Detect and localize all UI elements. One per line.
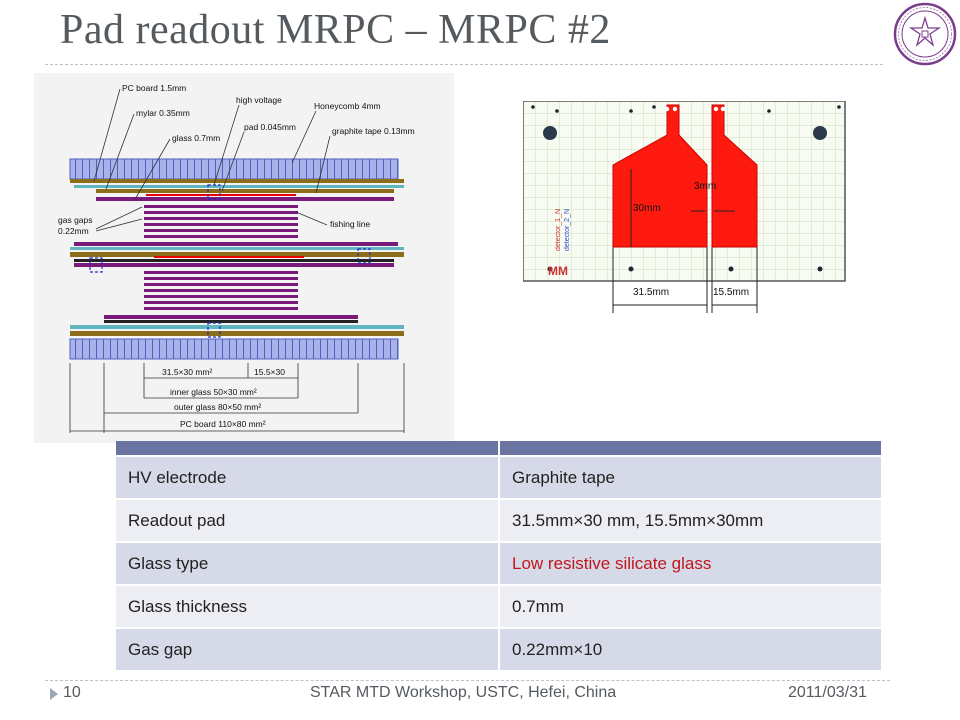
page-number: 10	[63, 684, 81, 701]
row-key: Glass thickness	[116, 586, 500, 629]
label-graphite-tape: graphite tape 0.13mm	[332, 126, 415, 136]
dim-30mm: 30mm	[633, 203, 661, 214]
label-glass: glass 0.7mm	[172, 133, 220, 143]
table-row: HV electrode Graphite tape	[116, 457, 881, 500]
dim-pc-board: PC board 110×80 mm²	[180, 419, 266, 429]
row-value-highlight: Low resistive silicate glass	[500, 543, 881, 586]
footer-event: STAR MTD Workshop, USTC, Hefei, China	[310, 684, 617, 701]
label-gas-gaps: gas gaps	[58, 215, 93, 225]
row-key: HV electrode	[116, 457, 500, 500]
dim-pad-b: 15.5×30	[254, 367, 285, 377]
table-row: Glass thickness 0.7mm	[116, 586, 881, 629]
detector-label-2: detector_2_N	[564, 209, 571, 251]
mm-mark: MM	[548, 264, 568, 278]
detector-label-1: detector_1_N	[555, 209, 562, 251]
label-honeycomb: Honeycomb 4mm	[314, 101, 381, 111]
title-divider	[45, 64, 883, 65]
label-pad: pad 0.045mm	[244, 122, 296, 132]
footer-divider	[45, 680, 890, 681]
table-row: Gas gap 0.22mm×10	[116, 629, 881, 672]
dim-outer-glass: outer glass 80×50 mm²	[174, 402, 261, 412]
table-row: Readout pad 31.5mm×30 mm, 15.5mm×30mm	[116, 500, 881, 543]
footer-arrow-icon	[50, 688, 58, 700]
honeycomb-top	[69, 158, 399, 180]
mrpc-cross-section-diagram: PC board 1.5mm mylar 0.35mm glass 0.7mm …	[34, 73, 454, 443]
table-row: Glass type Low resistive silicate glass	[116, 543, 881, 586]
row-value: 0.22mm×10	[500, 629, 881, 672]
row-value: Graphite tape	[500, 457, 881, 500]
dim-3mm: 3mm	[694, 181, 716, 192]
dim-15-5mm: 15.5mm	[713, 287, 749, 298]
label-high-voltage: high voltage	[236, 95, 282, 105]
label-fishing-line: fishing line	[330, 219, 370, 229]
university-seal-logo	[893, 2, 957, 66]
spec-table: HV electrode Graphite tape Readout pad 3…	[116, 441, 881, 672]
honeycomb-bottom	[69, 338, 399, 360]
label-pc-board: PC board 1.5mm	[122, 83, 186, 93]
table-header	[116, 441, 881, 457]
row-value: 0.7mm	[500, 586, 881, 629]
label-gas-gaps-value: 0.22mm	[58, 226, 89, 236]
row-value: 31.5mm×30 mm, 15.5mm×30mm	[500, 500, 881, 543]
row-key: Gas gap	[116, 629, 500, 672]
dim-31-5mm: 31.5mm	[633, 287, 669, 298]
dim-inner-glass: inner glass 50×30 mm²	[170, 387, 257, 397]
slide-title: Pad readout MRPC – MRPC #2	[60, 7, 611, 53]
dim-pad-a: 31.5×30 mm²	[162, 367, 212, 377]
label-mylar: mylar 0.35mm	[136, 108, 190, 118]
glass-stack-bottom	[144, 271, 298, 310]
footer-date: 2011/03/31	[788, 684, 867, 701]
readout-pad-layout-drawing: 30mm 3mm 31.5mm 15.5mm detector_1_N dete…	[523, 101, 846, 313]
glass-stack-top	[144, 205, 298, 238]
row-key: Glass type	[116, 543, 500, 586]
row-key: Readout pad	[116, 500, 500, 543]
